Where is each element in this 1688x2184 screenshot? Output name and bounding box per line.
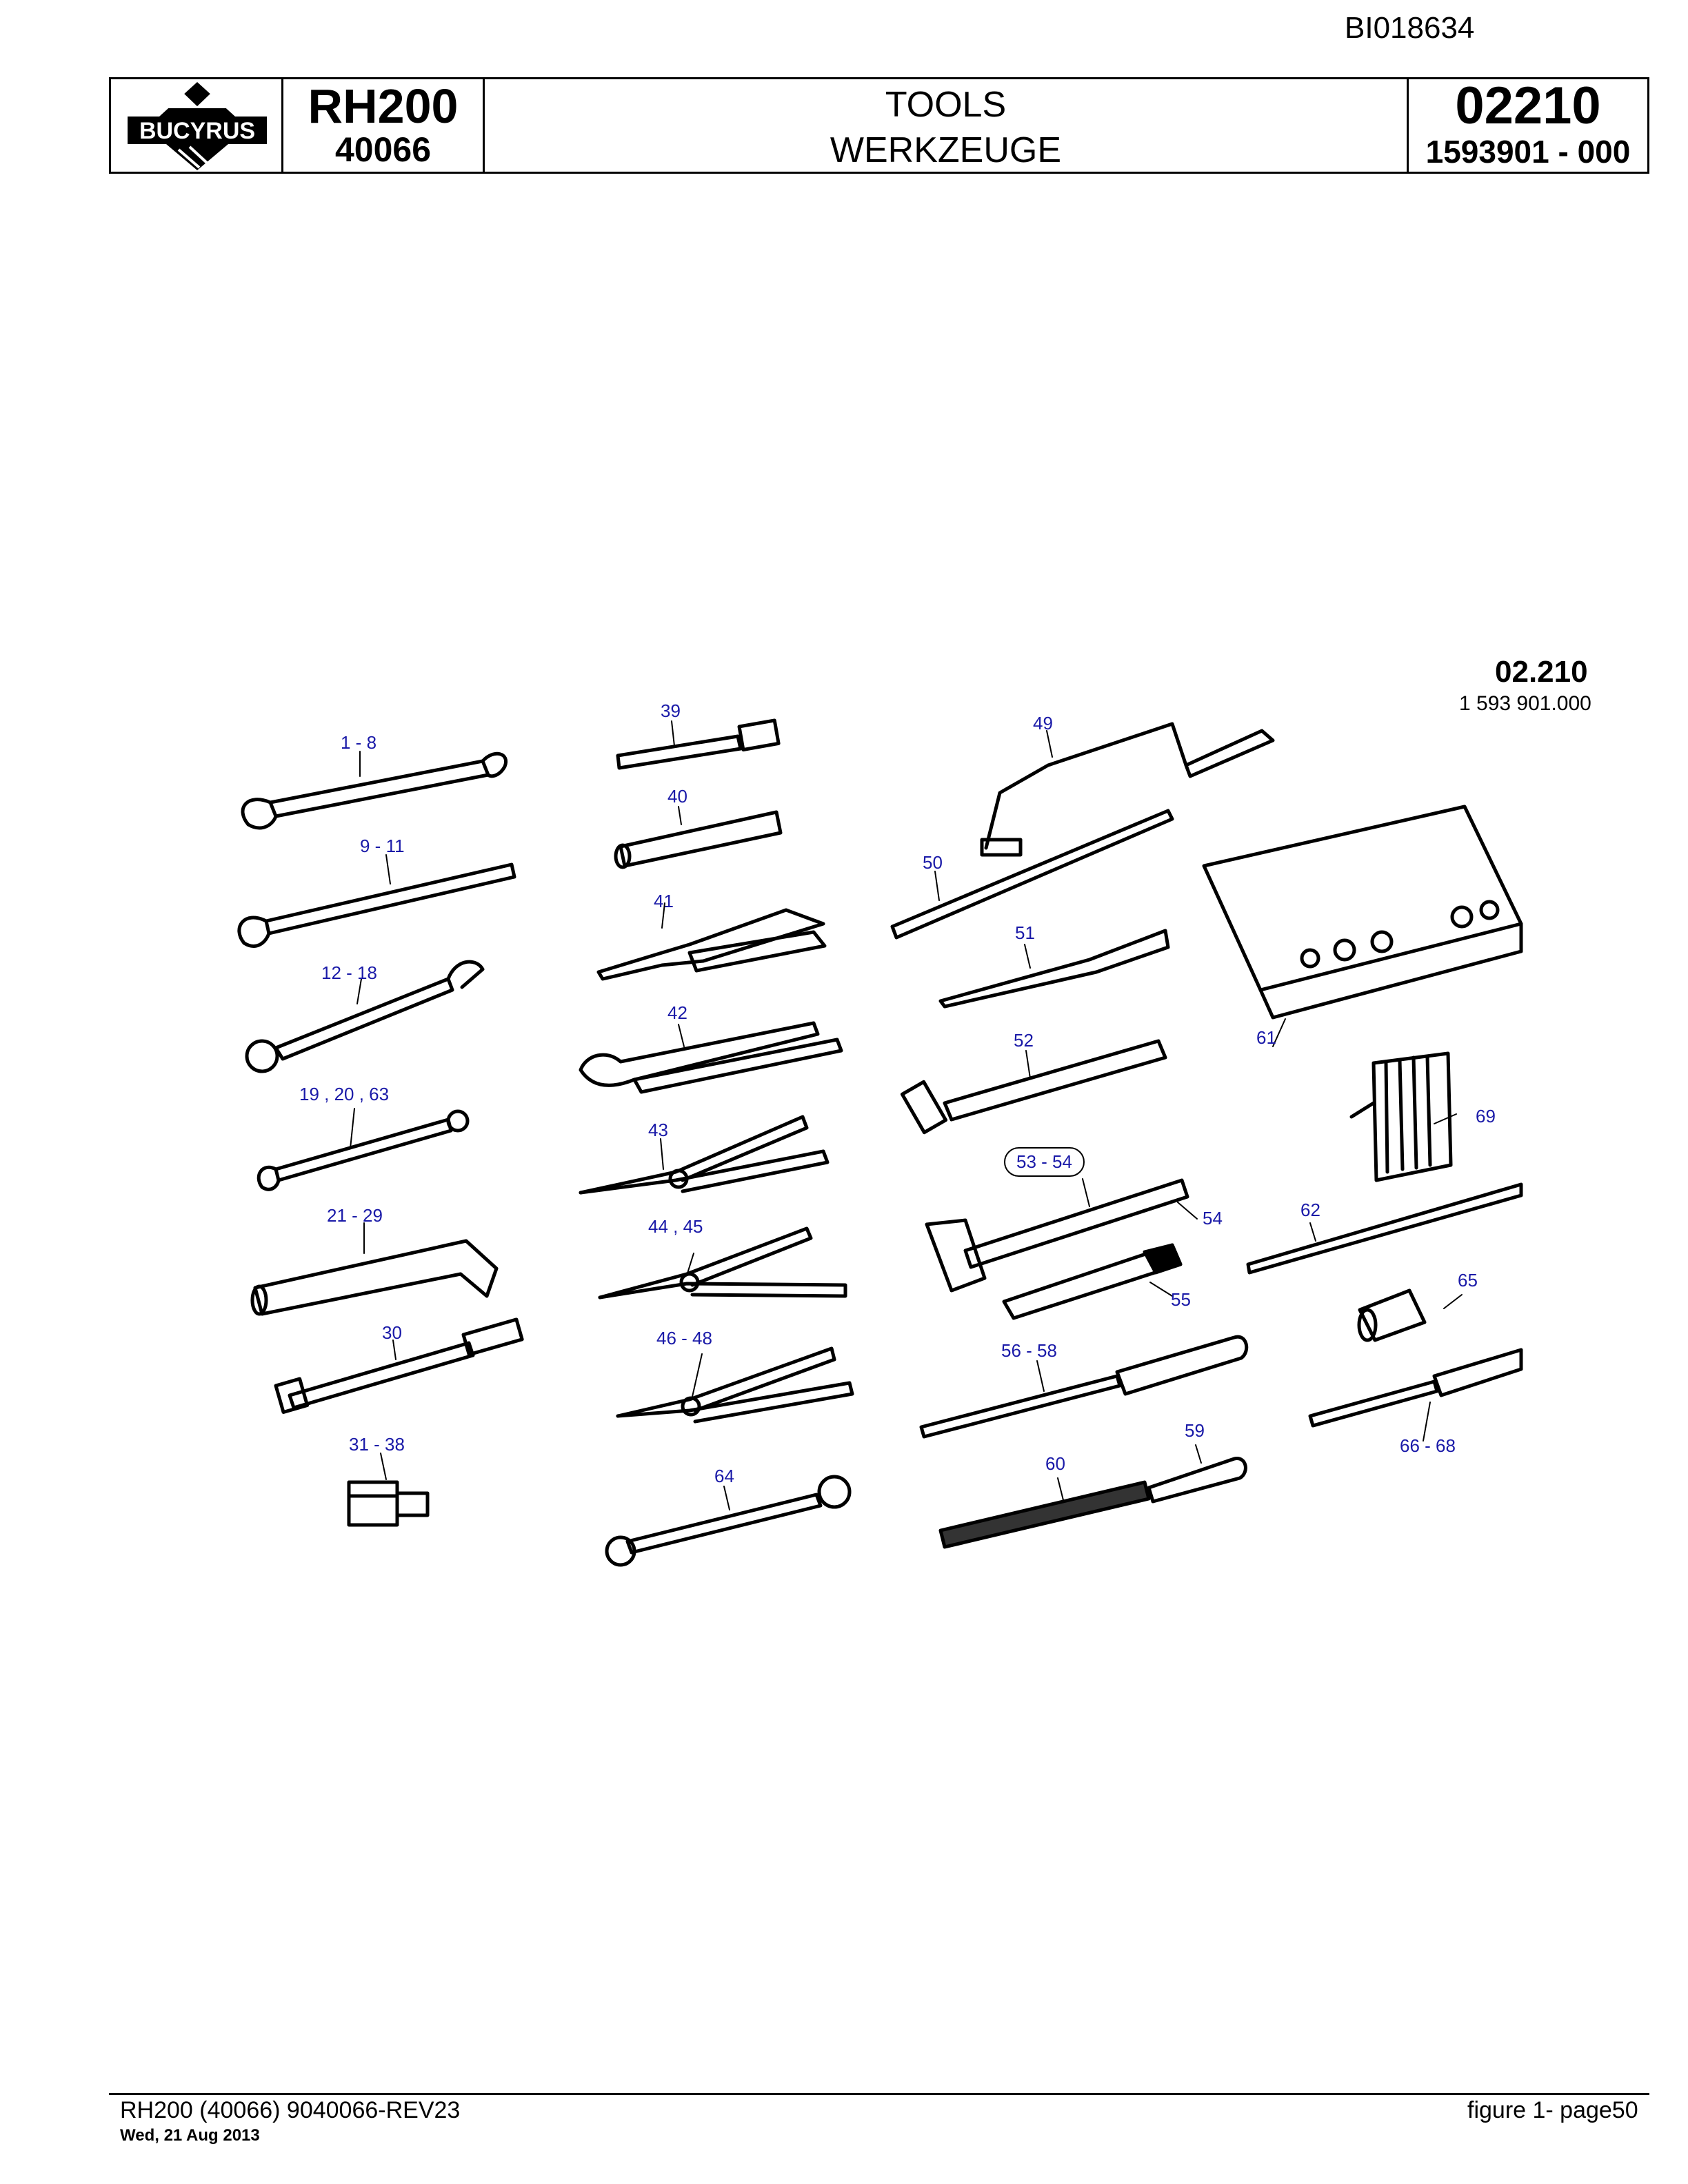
callout-55: 55 [1171,1289,1191,1310]
offset-ring-wrench-icon [245,960,485,1073]
callout-44-45: 44 , 45 [648,1216,703,1237]
t-handle-socket-icon [274,1317,524,1414]
logo-text: BUCYRUS [139,118,255,144]
callout-9-11: 9 - 11 [360,836,405,856]
model-serial: 40066 [334,130,432,169]
group-cell: 02210 1593901 - 000 [1409,79,1647,172]
extension-bar-icon [616,718,781,770]
footer-divider [109,2093,1649,2095]
callout-51: 51 [1015,922,1035,943]
callout-49: 49 [1033,713,1053,734]
pry-bar-icon [1246,1182,1523,1275]
callout-40: 40 [667,786,687,807]
title-cell: TOOLS WERKZEUGE [485,79,1409,172]
chisel-icon [1002,1243,1183,1320]
group-number: 02210 [1455,77,1601,135]
callout-60: 60 [1045,1453,1065,1474]
open-end-wrench-icon [241,751,508,830]
model-cell: RH200 40066 [283,79,485,172]
callout-21-29: 21 - 29 [327,1205,383,1226]
logo-cell: BUCYRUS [111,79,283,172]
small-socket-icon [1357,1288,1427,1342]
leader-lines [350,720,1463,1510]
callout-42: 42 [667,1002,687,1023]
callout-46-48: 46 - 48 [656,1328,712,1348]
figure-group-ref: 02.210 [1495,655,1588,689]
footer-page-ref: figure 1- page50 [1467,2097,1638,2123]
callout-59: 59 [1185,1420,1205,1441]
combination-pliers-icon [596,908,827,981]
callout-54: 54 [1203,1208,1223,1228]
tool-pouch-icon [1349,1051,1453,1182]
callout-65: 65 [1458,1270,1478,1291]
screwdriver-cross-icon [1308,1348,1523,1428]
title-german: WERKZEUGE [830,130,1062,170]
callout-64: 64 [714,1466,734,1486]
hacksaw-frame-icon [980,722,1275,857]
combination-wrench-icon [257,1109,470,1191]
tube-icon [614,810,783,869]
callout-56-58: 56 - 58 [1001,1340,1057,1361]
callout-66-68: 66 - 68 [1400,1435,1456,1456]
socket-icon [347,1480,430,1527]
title-block: BUCYRUS RH200 40066 TOOLS WERKZEUGE 0221… [109,77,1649,174]
title-english: TOOLS [885,85,1007,125]
callout-53-54: 53 - 54 [1004,1147,1085,1177]
callout-1-8: 1 - 8 [341,732,377,753]
document-id: BI018634 [1345,11,1475,45]
callout-19-20-63: 19 , 20 , 63 [299,1084,390,1104]
sledge-hammer-icon [925,1178,1189,1293]
callout-50: 50 [923,852,943,873]
callout-43: 43 [648,1120,668,1140]
socket-set-case-icon [1202,805,1523,1020]
figure-part-ref: 1 593 901.000 [1459,692,1591,715]
callout-62: 62 [1300,1200,1320,1220]
callout-61: 61 [1256,1027,1276,1048]
part-number: 1593901 - 000 [1425,134,1631,170]
flat-file-icon [938,929,1170,1009]
model-name: RH200 [308,79,459,133]
footer-date: Wed, 21 Aug 2013 [120,2126,260,2145]
callout-41: 41 [654,891,674,911]
callout-52: 52 [1014,1030,1034,1051]
screwdriver-flat-icon [919,1335,1249,1439]
hand-file-icon [938,1457,1247,1549]
needle-nose-pliers-icon [579,1115,830,1195]
callout-30: 30 [382,1322,402,1343]
callout-69: 69 [1476,1106,1496,1126]
circlip-pliers-icon [598,1226,847,1300]
hex-key-icon [250,1239,499,1316]
hammer-icon [900,1039,1167,1135]
double-ring-wrench-icon [605,1475,852,1567]
hacksaw-blade-icon [890,809,1174,940]
footer-doc-ref: RH200 (40066) 9040066-REV23 [120,2097,461,2123]
bucyrus-logo-icon: BUCYRUS [128,82,267,170]
snap-ring-pliers-icon [616,1346,854,1424]
callout-39: 39 [661,700,681,721]
callout-31-38: 31 - 38 [349,1434,405,1455]
open-end-wrench-long-icon [237,862,516,948]
callout-12-18: 12 - 18 [321,962,377,983]
pincers-icon [579,1021,843,1094]
